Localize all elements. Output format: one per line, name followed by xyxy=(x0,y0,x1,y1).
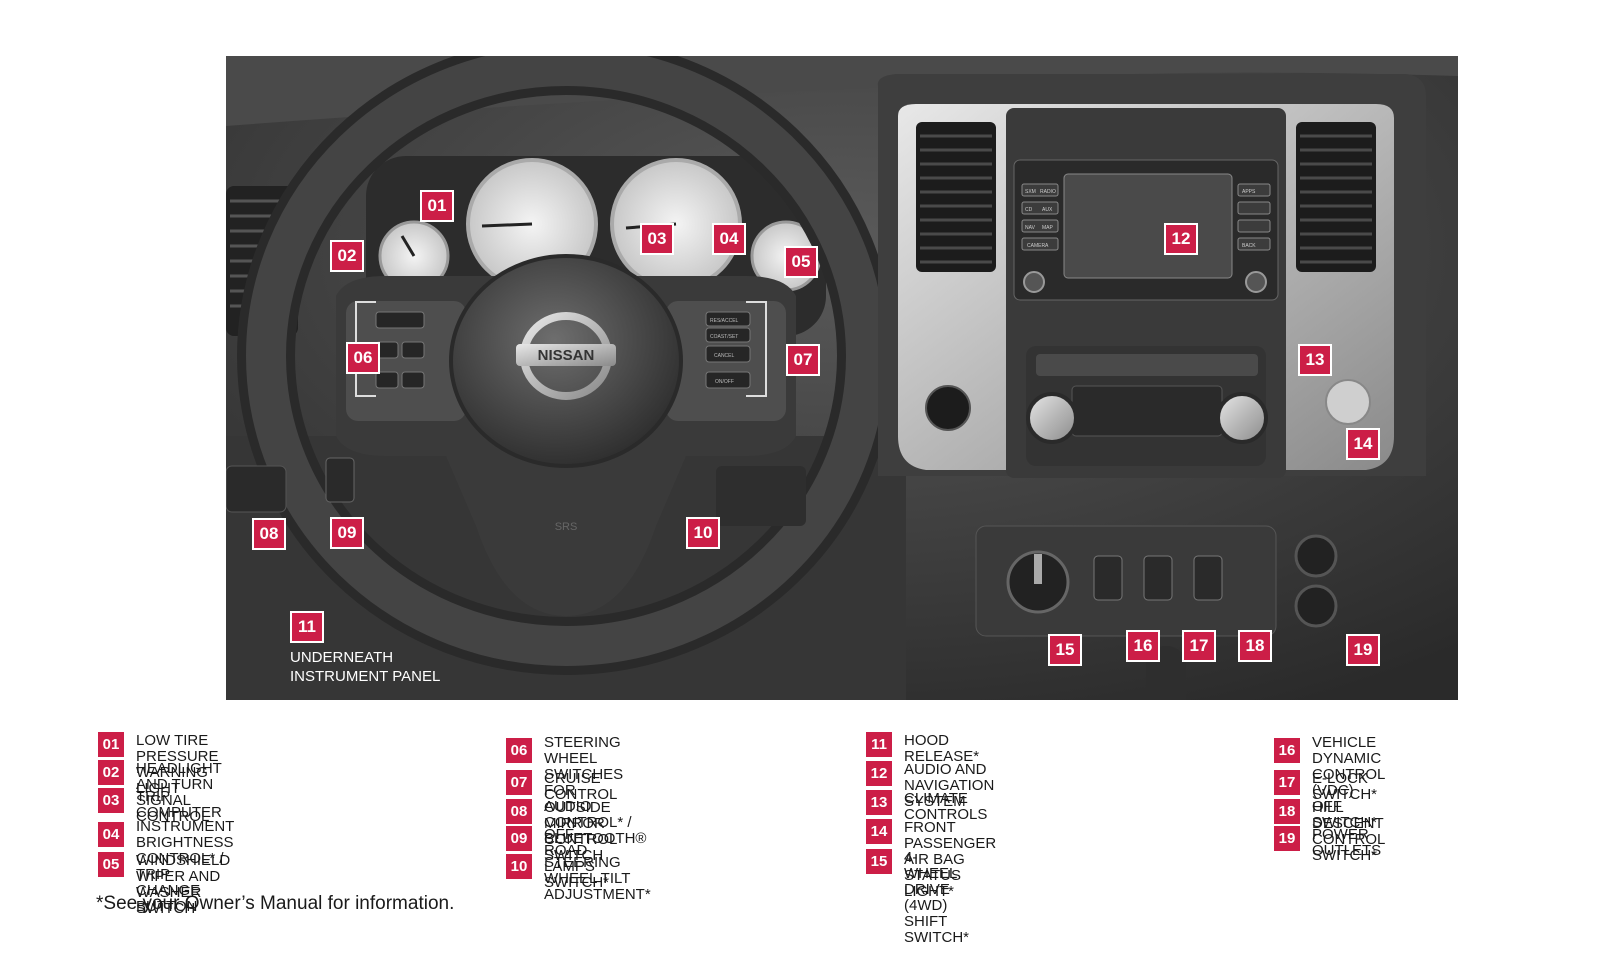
legend-text: FRONT PASSENGER AIR BAG STATUS LIGHT* xyxy=(904,819,997,900)
sxm-text: SXM xyxy=(1025,189,1036,195)
legend-text: E-LOCK SWITCH* xyxy=(1312,770,1377,803)
callout-15: 15 xyxy=(1048,634,1082,666)
legend-text: 4-WHEEL DRIVE (4WD) SHIFT SWITCH* xyxy=(904,849,969,946)
left-lower-switches xyxy=(226,457,806,526)
camera-text: CAMERA xyxy=(1027,243,1049,249)
legend-number: 19 xyxy=(1274,826,1300,851)
legend-text: STEERING WHEEL TILT ADJUSTMENT* xyxy=(544,854,651,903)
aux-text: AUX xyxy=(1042,207,1053,213)
legend-item-09: 09 OFF-ROAD LAMPS SWITCH* xyxy=(506,826,609,891)
callout-12: 12 xyxy=(1164,223,1198,255)
legend-number: 11 xyxy=(866,732,892,757)
callout-07: 07 xyxy=(786,344,820,376)
legend-item-06: 06 STEERING WHEEL SWITCHES FOR AUDIO CONT… xyxy=(506,734,646,847)
callout-08: 08 xyxy=(252,518,286,550)
dashboard-illustration: NISSAN SRS RES/ACCEL COAST/SET CANCEL ON… xyxy=(226,56,1458,700)
nav-text: NAV xyxy=(1025,225,1036,231)
callout-11: 11 xyxy=(290,611,324,643)
map-text: MAP xyxy=(1042,225,1054,231)
legend-item-02: 02 HEADLIGHT AND TURN SIGNAL CONTROL xyxy=(98,760,222,825)
legend-text: OFF-ROAD LAMPS SWITCH* xyxy=(544,826,609,891)
legend-item-08: 08 OUTSIDE MIRROR CONTROL SWITCH xyxy=(506,799,617,864)
legend-text: TRIP COMPUTER xyxy=(136,788,222,821)
callout-03: 03 xyxy=(640,223,674,255)
radio-text: RADIO xyxy=(1040,189,1056,195)
callout-05: 05 xyxy=(784,246,818,278)
callout-18: 18 xyxy=(1238,630,1272,662)
legend-number: 15 xyxy=(866,849,892,874)
legend-text: LOW TIRE PRESSURE WARNING LIGHT xyxy=(136,732,219,797)
coast-set-text: COAST/SET xyxy=(710,334,738,340)
steering-wheel: NISSAN SRS RES/ACCEL COAST/SET CANCEL ON… xyxy=(237,56,895,675)
legend-item-13: 13 CLIMATE CONTROLS xyxy=(866,790,987,823)
legend-number: 12 xyxy=(866,761,892,786)
callout-14: 14 xyxy=(1346,428,1380,460)
legend-text: POWER OUTLETS xyxy=(1312,826,1382,859)
on-off-text: ON/OFF xyxy=(715,379,734,385)
legend-number: 13 xyxy=(866,790,892,815)
footnote: *See your Owner’s Manual for information… xyxy=(96,893,455,914)
back-text: BACK xyxy=(1242,243,1256,249)
legend-item-03: 03 TRIP COMPUTER xyxy=(98,788,222,821)
legend-number: 02 xyxy=(98,760,124,785)
callout-04: 04 xyxy=(712,223,746,255)
legend-number: 08 xyxy=(506,799,532,824)
callout-13: 13 xyxy=(1298,344,1332,376)
legend-text: HOOD RELEASE* xyxy=(904,732,980,765)
legend-item-18: 18 HILL DESCENT CONTROL SWITCH* xyxy=(1274,799,1385,864)
legend-text: HILL DESCENT CONTROL SWITCH* xyxy=(1312,799,1385,864)
legend-number: 10 xyxy=(506,854,532,879)
legend-number: 07 xyxy=(506,770,532,795)
callout-01: 01 xyxy=(420,190,454,222)
callout-10: 10 xyxy=(686,517,720,549)
legend-text: CRUISE CONTROL xyxy=(544,770,618,803)
legend-number: 18 xyxy=(1274,799,1300,824)
legend-number: 14 xyxy=(866,819,892,844)
underneath-panel-label: UNDERNEATH INSTRUMENT PANEL xyxy=(290,649,441,685)
dashboard-photo: NISSAN SRS RES/ACCEL COAST/SET CANCEL ON… xyxy=(226,56,1458,700)
legend-number: 01 xyxy=(98,732,124,757)
legend-item-01: 01 LOW TIRE PRESSURE WARNING LIGHT xyxy=(98,732,219,797)
cancel-text: CANCEL xyxy=(714,353,735,359)
apps-text: APPS xyxy=(1242,189,1256,195)
callout-02: 02 xyxy=(330,240,364,272)
legend-item-05: 05 WINDSHIELD WIPER AND WASHER SWITCH xyxy=(98,852,230,917)
callout-06: 06 xyxy=(346,342,380,374)
center-console: SXM RADIO CD AUX NAV MAP CAMERA APPS BAC… xyxy=(877,74,1426,478)
legend-item-11: 11 HOOD RELEASE* xyxy=(866,732,979,765)
legend-text: INSTRUMENT BRIGHTNESS CONTROL* / TRIP CH… xyxy=(136,818,235,915)
legend-text: HEADLIGHT AND TURN SIGNAL CONTROL xyxy=(136,760,222,825)
legend-text: VEHICLE DYNAMIC CONTROL (VDC) OFF SWITCH… xyxy=(1312,734,1386,831)
legend-item-10: 10 STEERING WHEEL TILT ADJUSTMENT* xyxy=(506,854,651,903)
legend-item-07: 07 CRUISE CONTROL xyxy=(506,770,617,803)
legend-number: 04 xyxy=(98,822,124,847)
legend-text: WINDSHIELD WIPER AND WASHER SWITCH xyxy=(136,852,231,917)
callout-16: 16 xyxy=(1126,630,1160,662)
callout-19: 19 xyxy=(1346,634,1380,666)
legend-item-12: 12 AUDIO AND NAVIGATION SYSTEM xyxy=(866,761,994,810)
legend-item-17: 17 E-LOCK SWITCH* xyxy=(1274,770,1377,803)
legend-text: CLIMATE CONTROLS xyxy=(904,790,988,823)
srs-text: SRS xyxy=(555,521,578,533)
legend-item-14: 14 FRONT PASSENGER AIR BAG STATUS LIGHT* xyxy=(866,819,996,900)
legend-item-04: 04 INSTRUMENT BRIGHTNESS CONTROL* / TRIP … xyxy=(98,818,234,915)
legend-item-16: 16 VEHICLE DYNAMIC CONTROL (VDC) OFF SWIT… xyxy=(1274,734,1385,831)
callout-17: 17 xyxy=(1182,630,1216,662)
legend-number: 16 xyxy=(1274,738,1300,763)
legend-number: 05 xyxy=(98,852,124,877)
legend-number: 09 xyxy=(506,826,532,851)
nissan-logo-text: NISSAN xyxy=(538,347,595,364)
legend-number: 17 xyxy=(1274,770,1300,795)
legend-number: 03 xyxy=(98,788,124,813)
legend-number: 06 xyxy=(506,738,532,763)
res-accel-text: RES/ACCEL xyxy=(710,318,739,324)
legend-text: AUDIO AND NAVIGATION SYSTEM xyxy=(904,761,995,810)
legend-item-15: 15 4-WHEEL DRIVE (4WD) SHIFT SWITCH* xyxy=(866,849,969,946)
legend-text: STEERING WHEEL SWITCHES FOR AUDIO CONTRO… xyxy=(544,734,647,847)
callout-09: 09 xyxy=(330,517,364,549)
legend-item-19: 19 POWER OUTLETS xyxy=(1274,826,1381,859)
legend-text: OUTSIDE MIRROR CONTROL SWITCH xyxy=(544,799,617,864)
cd-text: CD xyxy=(1025,207,1033,213)
